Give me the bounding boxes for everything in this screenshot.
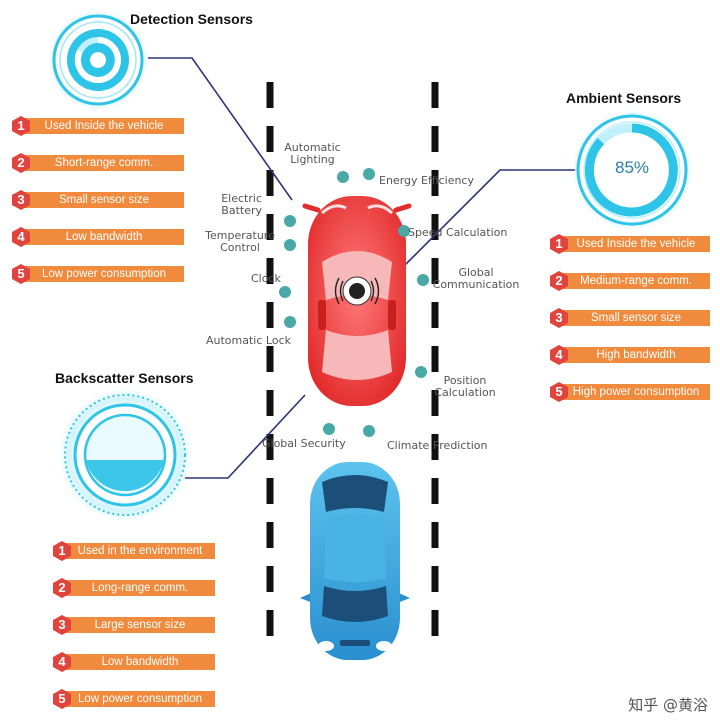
- number-badge-icon: [53, 541, 71, 561]
- watermark: 知乎 @黄浴: [628, 696, 708, 714]
- feature-label: Used in the environment: [65, 543, 215, 559]
- number-badge-icon: [12, 190, 30, 210]
- detection-gauge-icon: [48, 10, 148, 110]
- feature-number: 3: [58, 617, 66, 632]
- ambient-sensors-title: Ambient Sensors: [566, 90, 682, 106]
- feature-number: 5: [17, 266, 25, 281]
- automatic-lock-label: Automatic Lock: [206, 334, 291, 347]
- number-badge-icon: [53, 578, 71, 598]
- feature-number: 3: [17, 192, 25, 207]
- feature-label: Low power consumption: [24, 266, 184, 282]
- number-badge-icon: [550, 382, 568, 402]
- feature-label: Large sensor size: [65, 617, 215, 633]
- feature-label: Medium-range comm.: [562, 273, 710, 289]
- thermometer-icon: [284, 239, 296, 251]
- feature-label: Low bandwidth: [24, 229, 184, 245]
- clock-label: Clock: [251, 272, 281, 285]
- number-badge-icon: [12, 227, 30, 247]
- number-badge-icon: [550, 271, 568, 291]
- feature-label: Used Inside the vehicle: [24, 118, 184, 134]
- backscatter-sensors-title: Backscatter Sensors: [55, 370, 194, 386]
- feature-number: 2: [58, 580, 66, 595]
- feature-number: 1: [17, 118, 25, 133]
- number-badge-icon: [550, 308, 568, 328]
- feature-label: Used Inside the vehicle: [562, 236, 710, 252]
- feature-number: 4: [555, 347, 563, 362]
- feature-number: 2: [17, 155, 25, 170]
- backscatter-connector: [185, 394, 306, 479]
- feature-label: High bandwidth: [562, 347, 710, 363]
- number-badge-icon: [53, 689, 71, 709]
- blue-car-illustration: [300, 462, 410, 660]
- feature-number: 4: [17, 229, 25, 244]
- lighting-icon: [337, 171, 349, 183]
- ambient-gauge-value: 85%: [614, 158, 650, 177]
- battery-icon: [284, 215, 296, 227]
- feature-number: 4: [58, 654, 66, 669]
- feature-label: Low power consumption: [65, 691, 215, 707]
- feature-number: 1: [58, 543, 66, 558]
- global-security-label: Global Security: [262, 437, 346, 450]
- feature-label: Small sensor size: [562, 310, 710, 326]
- number-badge-icon: [550, 234, 568, 254]
- energy-efficiency-label: Energy Efficiency: [379, 174, 474, 187]
- feature-label: Small sensor size: [24, 192, 184, 208]
- detection-connector: [148, 57, 293, 201]
- number-badge-icon: [12, 153, 30, 173]
- speed-calculation-label: Speed Calculation: [408, 226, 508, 239]
- feature-label: Short-range comm.: [24, 155, 184, 171]
- cloud-icon: [363, 425, 375, 437]
- energy-icon: [363, 168, 375, 180]
- number-badge-icon: [12, 264, 30, 284]
- ambient-connector: [404, 169, 575, 266]
- clock-icon: [279, 286, 291, 298]
- feature-label: Long-range comm.: [65, 580, 215, 596]
- feature-number: 2: [555, 273, 563, 288]
- speed-icon: [398, 225, 410, 237]
- security-icon: [323, 423, 335, 435]
- feature-number: 5: [58, 691, 66, 706]
- ambient-gauge-icon: [572, 110, 692, 230]
- red-car-illustration: [302, 196, 412, 406]
- number-badge-icon: [53, 652, 71, 672]
- feature-number: 1: [555, 236, 563, 251]
- backscatter-gauge-icon: [59, 389, 191, 521]
- detection-sensors-title: Detection Sensors: [130, 11, 253, 27]
- number-badge-icon: [550, 345, 568, 365]
- function-icons: [279, 168, 429, 437]
- number-badge-icon: [53, 615, 71, 635]
- number-badge-icon: [12, 116, 30, 136]
- feature-label: Low bandwidth: [65, 654, 215, 670]
- feature-number: 5: [555, 384, 563, 399]
- feature-number: 3: [555, 310, 563, 325]
- feature-label: High power consumption: [562, 384, 710, 400]
- climate-prediction-label: Climate Prediction: [387, 439, 488, 452]
- lock-icon: [284, 316, 296, 328]
- location-icon: [415, 366, 427, 378]
- globe-icon: [417, 274, 429, 286]
